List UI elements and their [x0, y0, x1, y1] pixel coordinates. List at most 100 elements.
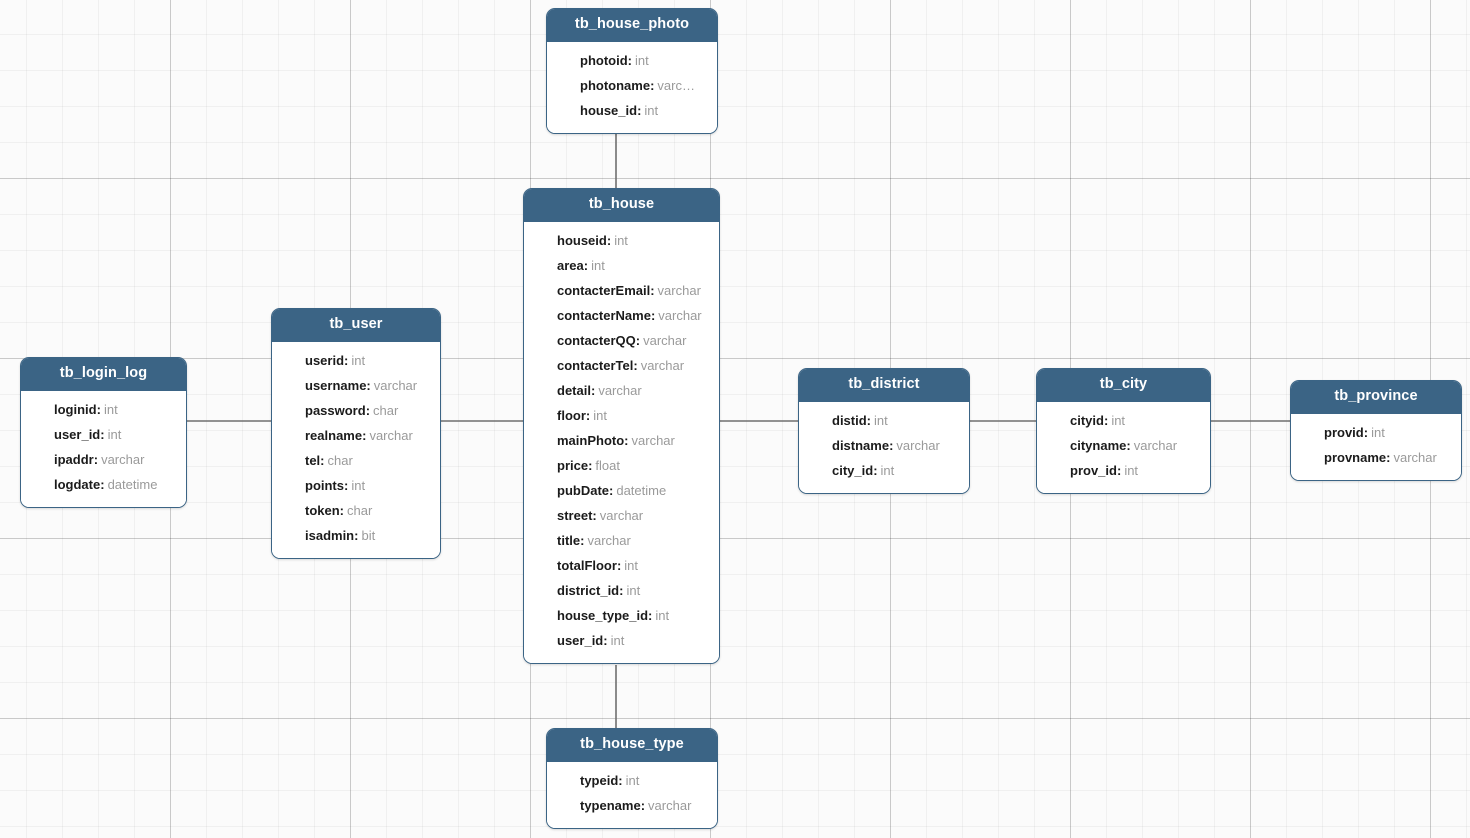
entity-title-tb_city: tb_city [1037, 369, 1210, 402]
attribute-separator: : [648, 607, 653, 623]
attribute-row[interactable]: mainPhoto:varchar [524, 428, 719, 453]
attribute-type: varchar [657, 282, 701, 298]
attribute-row[interactable]: userid:int [272, 348, 440, 373]
attribute-row[interactable]: city_id:int [799, 458, 969, 483]
attribute-name: loginid [54, 401, 97, 417]
attribute-name: pubDate [557, 482, 609, 498]
attribute-separator: : [1103, 412, 1109, 428]
attribute-row[interactable]: totalFloor:int [524, 553, 719, 578]
attribute-separator: : [100, 426, 105, 442]
attribute-name: points [305, 477, 344, 493]
attribute-row[interactable]: provname:varchar [1291, 445, 1461, 470]
attribute-type: varchar [648, 797, 692, 813]
attribute-name: distname [832, 437, 890, 453]
attribute-row[interactable]: token:char [272, 498, 440, 523]
attribute-name: floor [557, 407, 586, 423]
attribute-name: distid [832, 412, 867, 428]
attribute-row[interactable]: house_id:int [547, 98, 717, 123]
attribute-separator: : [889, 437, 894, 453]
attribute-row[interactable]: contacterQQ:varchar [524, 328, 719, 353]
attribute-separator: : [590, 382, 596, 398]
attribute-name: city_id [832, 462, 874, 478]
entity-title-tb_house: tb_house [524, 189, 719, 222]
attribute-row[interactable]: user_id:int [21, 422, 186, 447]
attribute-separator: : [866, 412, 872, 428]
attribute-separator: : [585, 407, 591, 423]
attribute-row[interactable]: user_id:int [524, 628, 719, 653]
attribute-separator: : [354, 527, 359, 543]
attribute-row[interactable]: houseid:int [524, 228, 719, 253]
attribute-row[interactable]: pubDate:datetime [524, 478, 719, 503]
attribute-row[interactable]: typeid:int [547, 768, 717, 793]
attribute-row[interactable]: prov_id:int [1037, 458, 1210, 483]
attribute-row[interactable]: typename:varchar [547, 793, 717, 818]
attribute-type: varchar [599, 507, 644, 523]
attribute-row[interactable]: logdate:datetime [21, 472, 186, 497]
attribute-row[interactable]: tel:char [272, 448, 440, 473]
attribute-type: varchar [1133, 437, 1178, 453]
attribute-row[interactable]: distid:int [799, 408, 969, 433]
attribute-name: contacterQQ [557, 332, 636, 348]
attribute-type: varchar [369, 427, 413, 443]
attribute-row[interactable]: street:varchar [524, 503, 719, 528]
attribute-row[interactable]: photoid:int [547, 48, 717, 73]
attribute-type: varchar [373, 377, 418, 393]
attribute-row[interactable]: floor:int [524, 403, 719, 428]
attribute-row[interactable]: cityid:int [1037, 408, 1210, 433]
attribute-separator: : [100, 476, 105, 492]
attribute-type: int [880, 462, 895, 478]
attribute-separator: : [96, 401, 101, 417]
attribute-row[interactable]: photoname:varc… [547, 73, 717, 98]
attribute-row[interactable]: price:float [524, 453, 719, 478]
attribute-name: detail [557, 382, 591, 398]
attribute-name: password [305, 402, 366, 418]
attribute-name: tel [305, 452, 321, 468]
attribute-row[interactable]: username:varchar [272, 373, 440, 398]
attribute-row[interactable]: contacterName:varchar [524, 303, 719, 328]
attribute-row[interactable]: password:char [272, 398, 440, 423]
attribute-separator: : [650, 282, 655, 298]
attribute-type: varchar [658, 307, 702, 323]
attribute-row[interactable]: realname:varchar [272, 423, 440, 448]
attribute-name: area [557, 257, 584, 273]
attribute-separator: : [580, 532, 585, 548]
entity-title-tb_district: tb_district [799, 369, 969, 402]
attribute-name: provid [1324, 424, 1364, 440]
attribute-separator: : [633, 357, 638, 373]
entity-title-tb_login_log: tb_login_log [21, 358, 186, 391]
attribute-name: cityid [1070, 412, 1104, 428]
entity-title-tb_province: tb_province [1291, 381, 1461, 414]
attribute-name: userid [305, 352, 345, 368]
attribute-row[interactable]: detail:varchar [524, 378, 719, 403]
attribute-row[interactable]: district_id:int [524, 578, 719, 603]
attribute-row[interactable]: area:int [524, 253, 719, 278]
attribute-row[interactable]: title:varchar [524, 528, 719, 553]
attribute-row[interactable]: points:int [272, 473, 440, 498]
attribute-row[interactable]: loginid:int [21, 397, 186, 422]
attribute-row[interactable]: contacterEmail:varchar [524, 278, 719, 303]
attribute-row[interactable]: isadmin:bit [272, 523, 440, 548]
attribute-row[interactable]: provid:int [1291, 420, 1461, 445]
attribute-row[interactable]: cityname:varchar [1037, 433, 1210, 458]
attribute-row[interactable]: house_type_id:int [524, 603, 719, 628]
attribute-type: int [874, 412, 888, 428]
attribute-separator: : [616, 557, 622, 573]
attribute-type: int [626, 582, 641, 598]
attribute-separator: : [320, 452, 325, 468]
attribute-name: district_id [557, 582, 620, 598]
attribute-row[interactable]: ipaddr:varchar [21, 447, 186, 472]
attribute-type: int [655, 607, 670, 623]
attribute-row[interactable]: distname:varchar [799, 433, 969, 458]
attribute-row[interactable]: contacterTel:varchar [524, 353, 719, 378]
